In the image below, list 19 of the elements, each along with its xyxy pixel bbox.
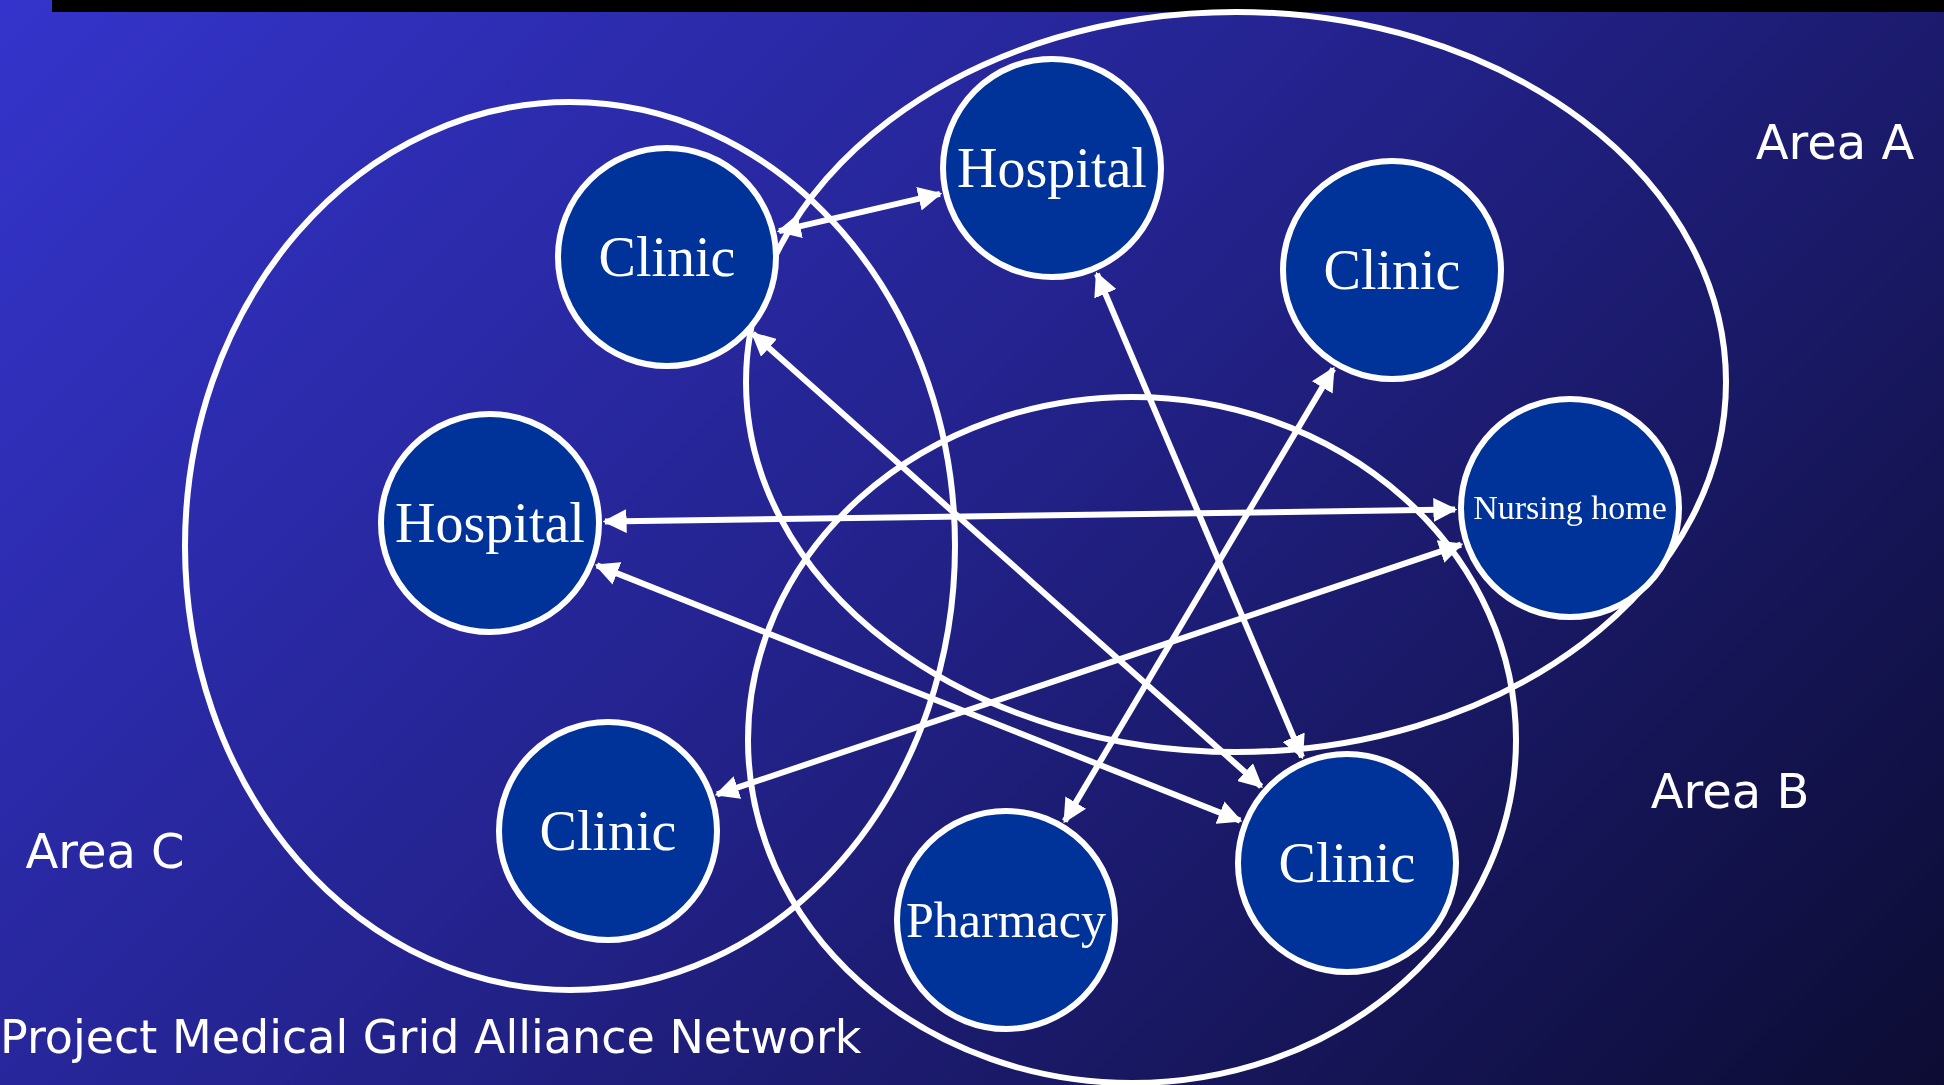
node-label: Clinic (539, 799, 677, 863)
arrow (602, 497, 1458, 534)
node-label: Clinic (598, 225, 736, 289)
node-label: Hospital (395, 491, 585, 555)
arrow (1094, 271, 1305, 760)
node-label: Hospital (957, 136, 1147, 200)
arrow (1062, 366, 1336, 824)
arrow (776, 187, 943, 238)
arrow (750, 331, 1264, 789)
node-label: Nursing home (1473, 489, 1667, 527)
node-label: Pharmacy (906, 891, 1106, 949)
arrow (594, 562, 1243, 824)
node-label: Clinic (1323, 238, 1461, 302)
node-label: Clinic (1278, 831, 1416, 895)
area-label: Area B (1650, 763, 1810, 819)
arrow (714, 540, 1464, 799)
area-label: Area A (1755, 114, 1915, 170)
footer-text: Project Medical Grid Alliance Network (0, 1010, 862, 1064)
area-label: Area C (25, 823, 185, 879)
